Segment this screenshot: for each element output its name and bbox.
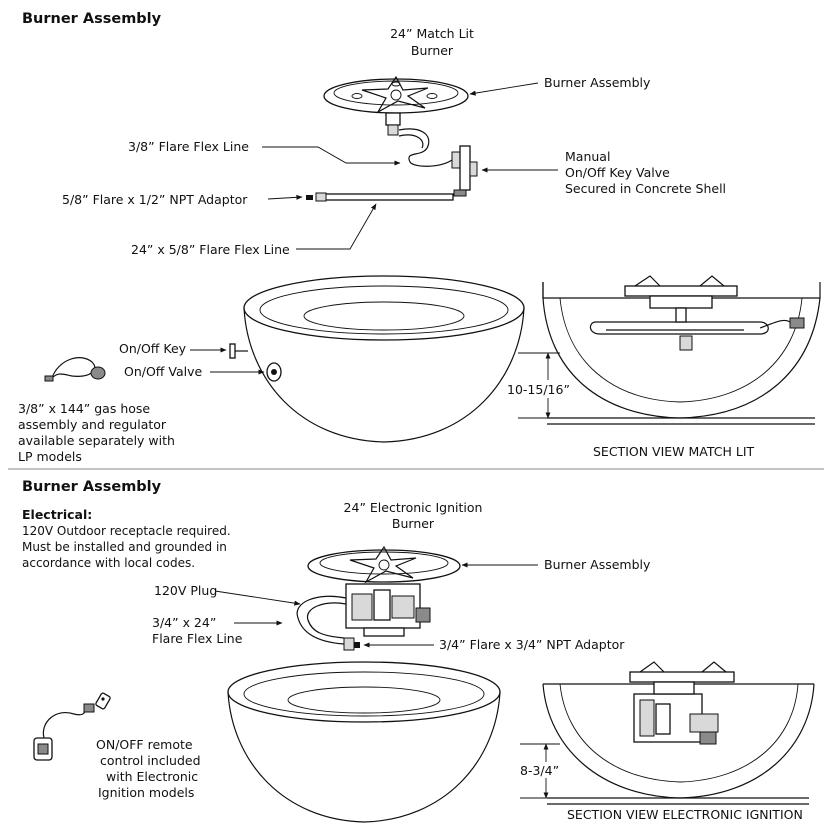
top-hose-label-line1: 3/8” x 144” gas hose bbox=[18, 401, 150, 416]
top-burner-assembly-label: Burner Assembly bbox=[544, 75, 651, 90]
top-hose-label-line2: assembly and regulator bbox=[18, 417, 167, 432]
electrical-line2: Must be installed and grounded in bbox=[22, 540, 227, 554]
plug-label: 120V Plug bbox=[154, 583, 217, 598]
gas-hose-assembly bbox=[44, 357, 106, 382]
section-view-match-lit bbox=[542, 275, 821, 425]
remote-label-line3: with Electronic bbox=[106, 769, 198, 784]
electronic-ignition-fire-bowl bbox=[227, 661, 501, 823]
top-burner-title-line1: 24” Match Lit bbox=[390, 26, 474, 41]
top-flex-line-24-label: 24” x 5/8” Flare Flex Line bbox=[131, 242, 290, 257]
match-lit-fire-bowl bbox=[243, 275, 525, 443]
top-section-caption: SECTION VIEW MATCH LIT bbox=[593, 444, 755, 459]
bottom-burner-title-line2: Burner bbox=[392, 516, 435, 531]
top-on-off-valve-label: On/Off Valve bbox=[124, 364, 203, 379]
match-lit-burner-pan bbox=[323, 75, 469, 114]
electrical-line3: accordance with local codes. bbox=[22, 556, 195, 570]
remote-label-line2: control included bbox=[100, 753, 201, 768]
top-adaptor-label: 5/8” Flare x 1/2” NPT Adaptor bbox=[62, 192, 248, 207]
section-view-electronic-ignition bbox=[542, 661, 815, 805]
bottom-burner-title-line1: 24” Electronic Ignition bbox=[344, 500, 483, 515]
remote-label-line1: ON/OFF remote bbox=[96, 737, 193, 752]
top-key-valve-label-line3: Secured in Concrete Shell bbox=[565, 181, 726, 196]
top-key-valve-label-line2: On/Off Key Valve bbox=[565, 165, 670, 180]
remote-label-line4: Ignition models bbox=[98, 785, 194, 800]
electrical-title: Electrical: bbox=[22, 507, 92, 522]
top-hose-label-line4: LP models bbox=[18, 449, 82, 464]
bottom-dimension-label: 8-3/4” bbox=[520, 763, 559, 778]
bottom-burner-assembly-label: Burner Assembly bbox=[544, 557, 651, 572]
electronic-ignition-burner-pan bbox=[307, 545, 461, 584]
top-burner-title-line2: Burner bbox=[411, 43, 454, 58]
flex-line-24 bbox=[306, 192, 454, 202]
ignition-control-box bbox=[296, 583, 431, 651]
bottom-adaptor-label: 3/4” Flare x 3/4” NPT Adaptor bbox=[439, 637, 625, 652]
electrical-line1: 120V Outdoor receptacle required. bbox=[22, 524, 231, 538]
bottom-heading: Burner Assembly bbox=[22, 479, 162, 495]
bottom-section-caption: SECTION VIEW ELECTRONIC IGNITION bbox=[567, 807, 803, 822]
top-on-off-key-label: On/Off Key bbox=[119, 341, 187, 356]
on-off-key bbox=[229, 343, 248, 359]
top-flare-flex-line-label: 3/8” Flare Flex Line bbox=[128, 139, 249, 154]
top-key-valve-label-line1: Manual bbox=[565, 149, 610, 164]
top-dimension-label: 10-15/16” bbox=[507, 382, 570, 397]
top-heading: Burner Assembly bbox=[22, 11, 162, 27]
on-off-remote-control bbox=[33, 692, 111, 761]
burner-fittings bbox=[385, 112, 478, 197]
bottom-flex-line-label-line2: Flare Flex Line bbox=[152, 631, 243, 646]
top-hose-label-line3: available separately with bbox=[18, 433, 175, 448]
bottom-flex-line-label-line1: 3/4” x 24” bbox=[152, 615, 216, 630]
